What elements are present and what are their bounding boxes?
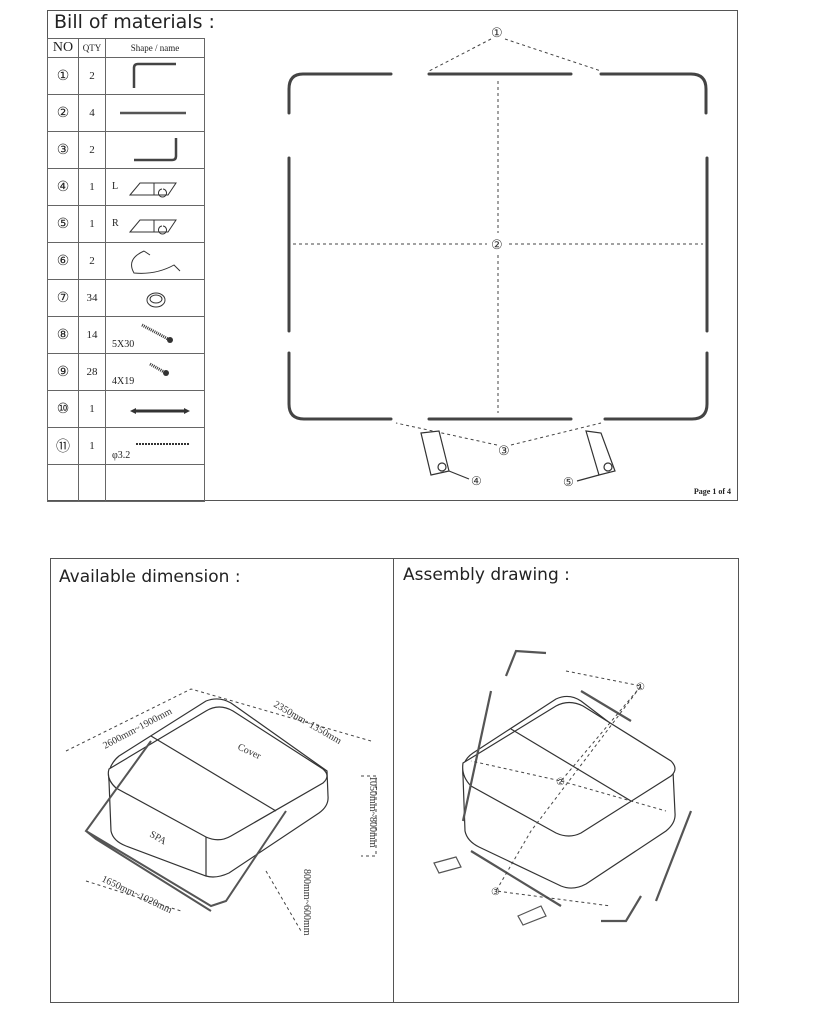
- part-label: φ3.2: [112, 450, 131, 461]
- part-quantity: 4: [78, 94, 106, 132]
- screw-small-icon: [149, 362, 169, 376]
- part-label: L: [112, 181, 119, 192]
- part-number: ⑦: [47, 279, 79, 317]
- corner-bar-top-right: [599, 72, 708, 115]
- label-2: ②: [491, 237, 503, 252]
- part-shape: [105, 131, 205, 169]
- frame-layout-diagram: ① ② ③ ④ ⑤: [287, 25, 709, 489]
- part-shape: [105, 390, 205, 428]
- part-label: 4X19: [112, 376, 135, 387]
- frame-bars: [84, 740, 287, 912]
- part-number: ⑨: [47, 353, 79, 391]
- part-quantity: 1: [78, 168, 106, 206]
- part-shape: [105, 242, 205, 280]
- label-5: ⑤: [563, 475, 574, 489]
- label-1: ①: [491, 25, 503, 40]
- part-quantity: 1: [78, 205, 106, 243]
- part-shape: 4X19: [105, 353, 205, 391]
- screw-large-icon: [141, 323, 173, 343]
- spa-cover: [107, 706, 328, 841]
- bracket-right-icon: [128, 219, 177, 235]
- corner-bar-j-icon: [134, 138, 178, 162]
- page-number: Page 1 of 4: [693, 487, 731, 496]
- bracket-right: [576, 430, 616, 482]
- part-label: R: [112, 218, 119, 229]
- bracket-left: [433, 856, 462, 874]
- bill-of-materials-panel: Bill of materials : NO QTY Shape / name …: [47, 10, 738, 502]
- double-bit-icon: [130, 408, 190, 414]
- part-label: 5X30: [112, 339, 135, 350]
- bracket-left: [420, 430, 470, 480]
- part-number: ⑤: [47, 205, 79, 243]
- corner-bar-bottom-left: [287, 351, 393, 421]
- assembly-drawing: ① ② ③: [433, 649, 693, 926]
- part-quantity: 14: [78, 316, 106, 354]
- dimension-title: Available dimension :: [59, 567, 241, 587]
- part-quantity: 2: [78, 57, 106, 95]
- straight-bar-icon: [120, 111, 186, 115]
- bom-empty-row: [47, 464, 205, 502]
- drop-dimension: 800mm~600mm: [301, 869, 312, 936]
- label-3: ③: [498, 443, 510, 458]
- spa-cover: [462, 701, 676, 837]
- corner-bar-l-icon: [132, 62, 176, 88]
- part-shape: [105, 94, 205, 132]
- corner-bar-top-left: [287, 72, 393, 115]
- assembly-label-3: ③: [491, 887, 500, 898]
- bracket-left-icon: [128, 182, 177, 198]
- assembly-drawing-panel: Assembly drawing : ① ② ③: [393, 558, 739, 1003]
- drill-bit-icon: [136, 443, 190, 445]
- part-quantity: 1: [78, 390, 106, 428]
- height-dimension: 1050mm~800mm: [367, 776, 378, 848]
- part-shape: [105, 279, 205, 317]
- part-number: ②: [47, 94, 79, 132]
- label-4: ④: [471, 474, 482, 488]
- assembly-title: Assembly drawing :: [403, 565, 570, 585]
- assembly-label-2: ②: [556, 777, 565, 788]
- dimension-drawing: 2600mm~1900mm 2350mm~1350mm 1050mm~800mm…: [65, 688, 378, 936]
- available-dimension-panel: Available dimension : 2600mm~1900mm 2350…: [50, 558, 394, 1003]
- bom-title: Bill of materials :: [54, 11, 215, 33]
- assembly-label-1: ①: [636, 682, 645, 693]
- bracket-right: [517, 905, 547, 926]
- part-quantity: 2: [78, 131, 106, 169]
- part-quantity: 28: [78, 353, 106, 391]
- washer-icon: [146, 292, 166, 308]
- corner-bar-bottom-right: [603, 351, 709, 421]
- part-number: ④: [47, 168, 79, 206]
- strap-clamp-icon: [131, 250, 181, 274]
- part-shape: 5X30: [105, 316, 205, 354]
